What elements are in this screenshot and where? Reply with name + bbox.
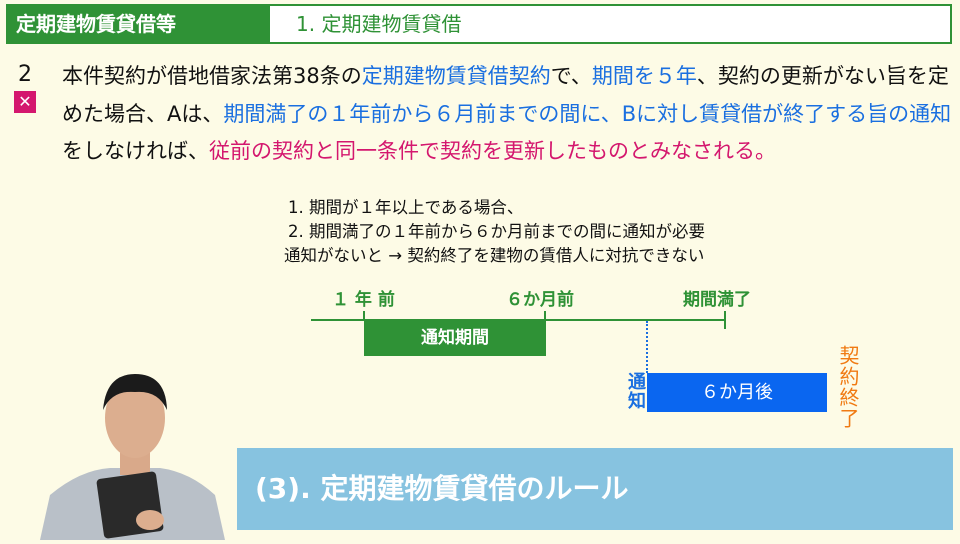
six-months-after-bar: ６か月後	[647, 373, 827, 412]
label-expiry: 期間満了	[683, 290, 751, 310]
notes: 1. 期間が１年以上である場合、 2. 期間満了の１年前から６か月前までの間に通…	[284, 196, 705, 268]
question-text: 本件契約が借地借家法第38条の定期建物賃貸借契約で、期間を５年、契約の更新がない…	[62, 58, 952, 171]
notice-period-bar: 通知期間	[364, 320, 546, 356]
notice-label: 通知	[625, 372, 646, 410]
tick	[363, 311, 365, 321]
section-banner: (3). 定期建物賃貸借のルール	[237, 448, 953, 530]
presenter-video	[40, 370, 230, 540]
contract-end-label: 契約終了	[836, 345, 860, 429]
question-number: 2	[18, 62, 32, 87]
question-segment: 定期建物賃貸借契約	[361, 64, 551, 88]
question-segment: 期間を５年	[591, 64, 697, 88]
label-one-year-before: １ 年 前	[332, 290, 395, 310]
question-segment: で、	[550, 64, 592, 88]
incorrect-mark-icon: ✕	[14, 91, 36, 113]
question-segment: 期間満了の１年前から６月前までの間に、Bに対し賃貸借が終了する旨の通知	[223, 101, 952, 126]
note-3: 通知がないと → 契約終了を建物の賃借人に対抗できない	[284, 246, 705, 265]
question-segment: をしなければ、	[62, 139, 209, 163]
tick	[724, 311, 726, 329]
header: 定期建物賃貸借等 1. 定期建物賃貸借	[6, 4, 952, 44]
question-segment: 従前の契約と同一条件で契約を更新したものとみなされる。	[209, 139, 776, 163]
subtitle: 1. 定期建物賃貸借	[296, 12, 462, 36]
label-six-months-before: ６か月前	[506, 290, 574, 310]
question-segment: 、契約の更新がない旨を定めた場合、Aは、	[62, 64, 949, 126]
note-2: 2. 期間満了の１年前から６か月前までの間に通知が必要	[288, 222, 705, 241]
section-title: 定期建物賃貸借等	[8, 6, 270, 42]
notice-dotted-line	[646, 321, 648, 373]
note-1: 1. 期間が１年以上である場合、	[288, 198, 524, 217]
tick	[544, 311, 546, 321]
question-segment: 本件契約が借地借家法第38条の	[62, 64, 362, 88]
